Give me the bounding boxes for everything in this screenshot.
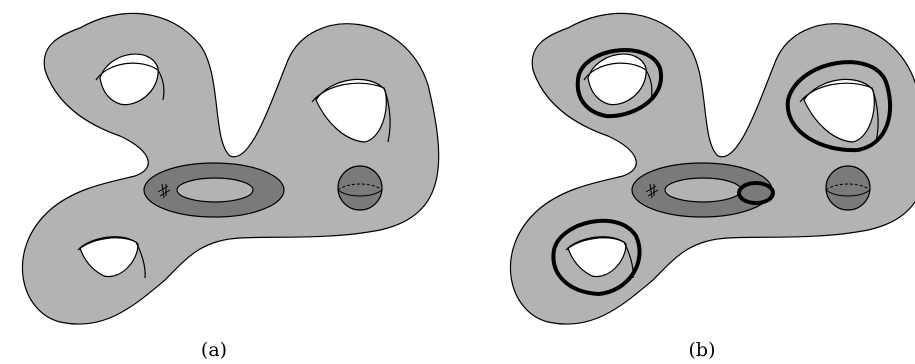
panel-a: (a) — [22, 13, 438, 361]
panel-b-label: (b) — [689, 339, 716, 361]
panel-b: (b) — [510, 13, 915, 361]
panel-a-label: (a) — [201, 339, 227, 361]
